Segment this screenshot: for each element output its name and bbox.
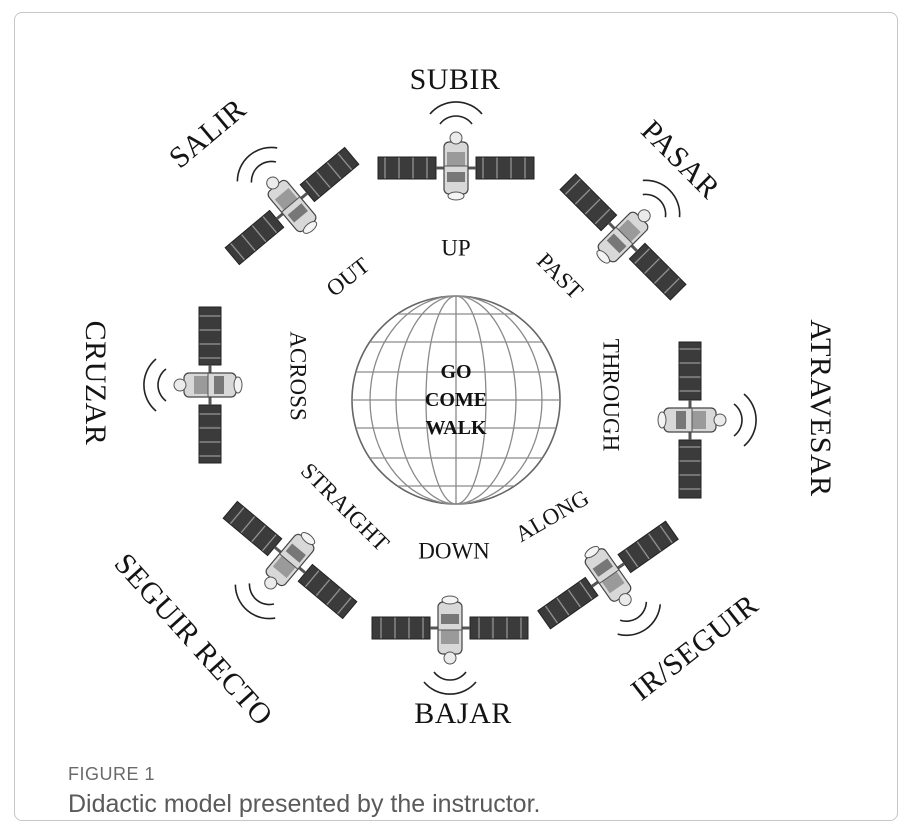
satellite-across: [142, 305, 244, 465]
didactic-diagram: [142, 100, 758, 696]
globe: [351, 295, 561, 505]
globe-words: GO COME WALK: [425, 358, 487, 442]
figure-caption: Didactic model presented by the instruct…: [68, 790, 541, 818]
spanish-label-atravesar: ATRAVESAR: [804, 319, 837, 497]
figure-label: FIGURE 1: [68, 764, 156, 784]
english-label-down: DOWN: [418, 538, 490, 564]
spanish-label-bajar: BAJAR: [414, 697, 512, 730]
english-label-up: UP: [441, 235, 471, 261]
spanish-label-subir: SUBIR: [409, 63, 501, 96]
english-label-across: ACROSS: [285, 331, 311, 421]
english-label-through: THROUGH: [598, 338, 624, 452]
satellite-down: [370, 594, 530, 696]
globe-word-walk: WALK: [425, 417, 487, 439]
globe-word-go: GO: [440, 361, 472, 383]
spanish-label-cruzar: CRUZAR: [79, 320, 112, 446]
satellite-up: [376, 100, 536, 202]
satellite-through: [656, 340, 758, 500]
globe-word-come: COME: [424, 389, 488, 411]
